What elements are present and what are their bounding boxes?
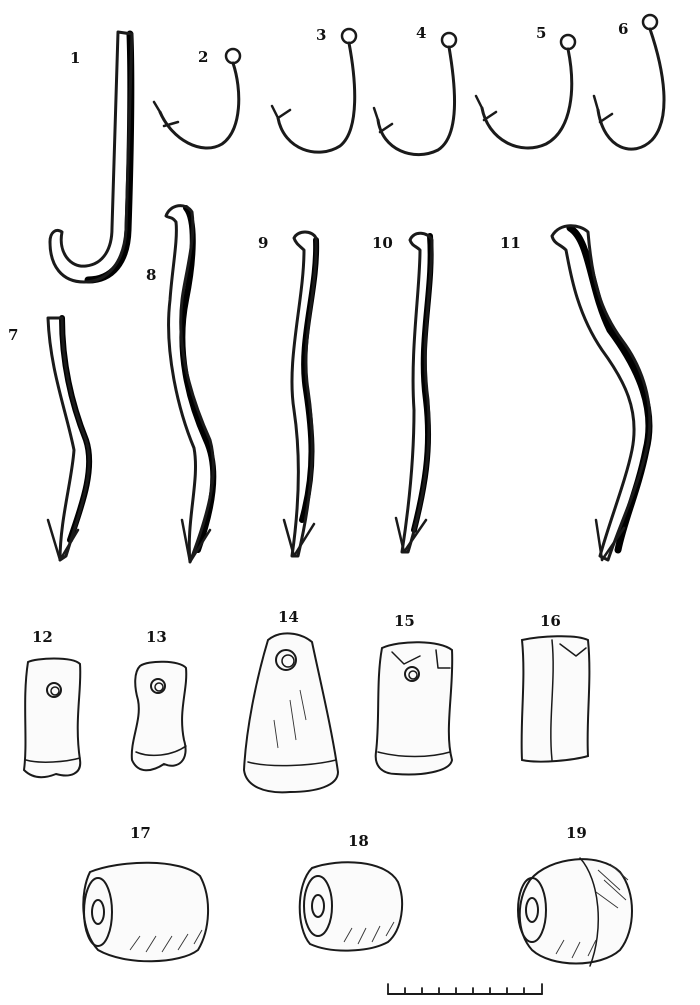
hook-4: 4	[372, 24, 458, 156]
figure-number-11: 11	[500, 234, 521, 252]
scale-bar	[387, 983, 543, 995]
figure-number-16: 16	[540, 612, 561, 630]
figure-number-5: 5	[536, 24, 546, 42]
weight-14: 14	[242, 608, 340, 794]
figure-number-1: 1	[70, 49, 80, 67]
figure-number-4: 4	[416, 24, 426, 42]
figure-number-18: 18	[348, 832, 369, 850]
hook-1: 1	[48, 30, 135, 284]
figure-number-17: 17	[130, 824, 151, 842]
hook-7: 7	[8, 315, 93, 562]
hook-6: 6	[592, 13, 666, 151]
figure-number-15: 15	[394, 612, 415, 630]
figure-number-6: 6	[618, 20, 628, 38]
hook-9: 9	[258, 230, 320, 558]
weight-13: 13	[130, 628, 188, 772]
figure-number-8: 8	[146, 266, 156, 284]
figure-number-19: 19	[566, 824, 587, 842]
bead-18: 18	[298, 832, 404, 952]
figure-number-10: 10	[372, 234, 393, 252]
figure-number-2: 2	[198, 48, 208, 66]
weight-15: 15	[374, 612, 454, 776]
bead-17: 17	[82, 824, 210, 963]
figure-number-3: 3	[316, 26, 326, 44]
hook-2: 2	[152, 47, 242, 150]
hook-10: 10	[372, 231, 434, 554]
hook-8: 8	[146, 204, 217, 564]
figure-number-12: 12	[32, 628, 53, 646]
hook-3: 3	[270, 26, 358, 154]
figure-number-7: 7	[8, 326, 18, 344]
weight-12: 12	[22, 628, 82, 779]
hook-11: 11	[500, 224, 653, 562]
figure-number-9: 9	[258, 234, 268, 252]
hook-5: 5	[474, 24, 577, 150]
bead-19: 19	[517, 824, 633, 967]
figure-number-14: 14	[278, 608, 299, 626]
figure-number-13: 13	[146, 628, 167, 646]
weight-16: 16	[520, 612, 591, 763]
